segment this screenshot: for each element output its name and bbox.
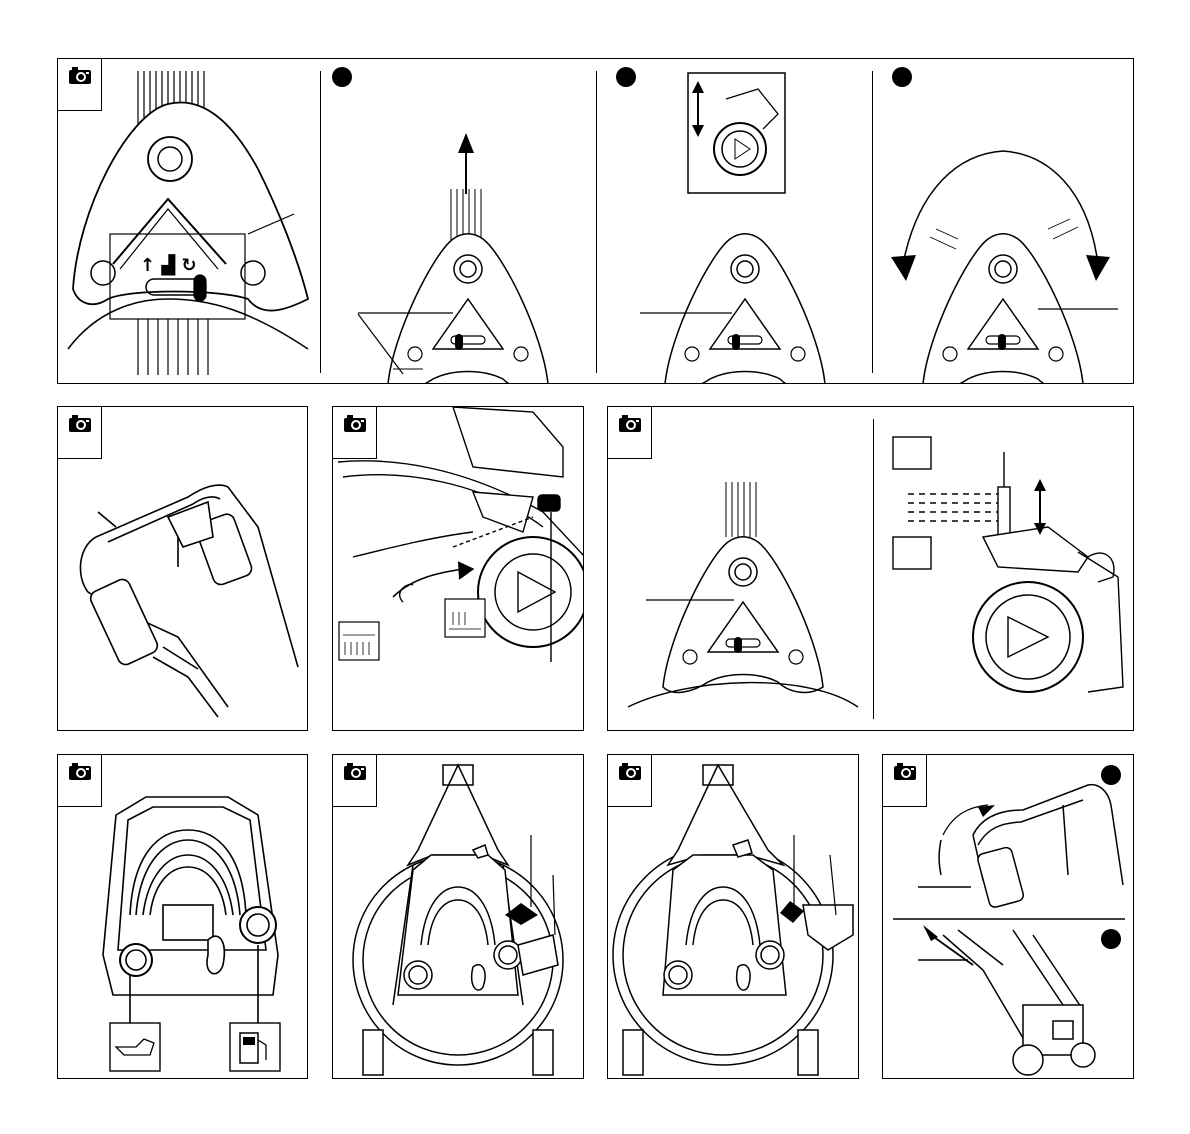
panel-top-row: ↑ ▟ ↻ [57, 58, 1134, 384]
panel-depth-setting [607, 406, 1134, 731]
camera-icon [68, 413, 94, 435]
fuel-pump-icon [230, 1023, 280, 1071]
panel-deflector [332, 406, 584, 731]
panel-handle-fold [882, 754, 1134, 1079]
panel-handle [57, 406, 308, 731]
camera-icon [68, 761, 94, 783]
camera-icon [343, 413, 369, 435]
section-tag [608, 755, 652, 807]
step-marker-1 [332, 67, 352, 87]
height-adjust-illustrations: ↑ ▟ ↻ [58, 59, 1134, 384]
panel-mower-rear-1 [332, 754, 584, 1079]
section-tag [608, 407, 652, 459]
step-marker-1 [1101, 765, 1121, 785]
camera-icon [68, 65, 94, 87]
section-tag [883, 755, 927, 807]
section-tag [58, 59, 102, 111]
bracket-step-1 [358, 189, 548, 384]
section-tag [333, 407, 377, 459]
section-tag [333, 755, 377, 807]
section-tag [58, 755, 102, 807]
camera-icon [618, 413, 644, 435]
step-marker-2 [616, 67, 636, 87]
section-tag [58, 407, 102, 459]
arrow-up-icon [458, 133, 474, 153]
step-marker-3 [892, 67, 912, 87]
panel-mower-rear-2 [607, 754, 859, 1079]
camera-icon [893, 761, 919, 783]
panel-engine-top [57, 754, 308, 1079]
camera-icon [618, 761, 644, 783]
step-marker-2 [1101, 929, 1121, 949]
depth-setting-illustration [608, 407, 1134, 731]
camera-icon [343, 761, 369, 783]
svg-text:↑ ▟ ↻: ↑ ▟ ↻ [140, 254, 197, 276]
bracket-step-2 [665, 234, 825, 384]
